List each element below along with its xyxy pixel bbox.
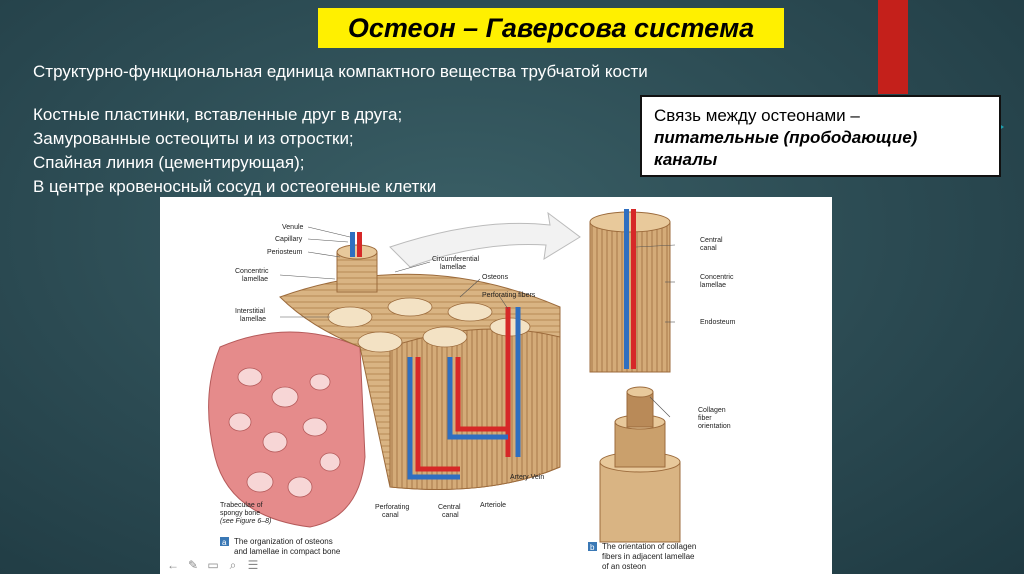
back-arrow-icon[interactable]: ← <box>166 558 180 572</box>
note-line-emphasis: каналы <box>654 149 987 171</box>
label-perforating-fibers: Perforating fibers <box>482 292 536 299</box>
label-artery-vein: Artery Vein <box>510 474 544 481</box>
bullet-item: Спайная линия (цементирующая); <box>33 151 436 175</box>
label-collagen-orientation: fiber <box>698 415 712 422</box>
label-concentric-lamellae: lamellae <box>242 276 268 283</box>
note-line-emphasis: питательные (прободающие) <box>654 127 987 149</box>
bullet-list: Костные пластинки, вставленные друг в др… <box>33 103 436 199</box>
page-title: Остеон – Гаверсова система <box>348 13 754 44</box>
title-box: Остеон – Гаверсова система <box>318 8 784 48</box>
menu-icon[interactable]: ☰ <box>246 558 260 572</box>
pen-icon[interactable]: ✎ <box>186 558 200 572</box>
red-accent-bar <box>878 0 908 94</box>
label-trabeculae: spongy bone <box>220 510 260 517</box>
spongy-bone <box>209 332 365 527</box>
label-concentric-lamellae-b: lamellae <box>700 282 726 289</box>
label-trabeculae: Trabeculae of <box>220 502 263 509</box>
pointer-arrow <box>390 213 580 267</box>
osteon-figure: Venule Capillary Periosteum Concentric l… <box>160 197 832 574</box>
bullet-item: Замурованные остеоциты и из отростки; <box>33 127 436 151</box>
label-concentric-lamellae: Concentric <box>235 268 269 275</box>
label-central-canal-b: canal <box>700 245 717 252</box>
screen-icon[interactable]: ▭ <box>206 558 220 572</box>
caption-b: fibers in adjacent lamellae <box>602 552 695 561</box>
label-arteriole: Arteriole <box>480 502 506 509</box>
label-circumferential-lamellae: Circumferential <box>432 256 480 263</box>
caption-a: and lamellae in compact bone <box>234 547 341 556</box>
label-interstitial-lamellae: lamellae <box>240 316 266 323</box>
label-interstitial-lamellae: Interstitial <box>235 308 265 315</box>
label-central-canal: canal <box>442 512 459 519</box>
label-collagen-orientation: Collagen <box>698 407 726 414</box>
label-perforating-canal: Perforating <box>375 504 409 511</box>
label-endosteum: Endosteum <box>700 319 736 326</box>
label-periosteum: Periosteum <box>267 249 303 256</box>
bullet-item: В центре кровеносный сосуд и остеогенные… <box>33 175 436 199</box>
label-central-canal: Central <box>438 504 461 511</box>
label-circumferential-lamellae: lamellae <box>440 264 466 271</box>
caption-a: The organization of osteons <box>234 537 333 546</box>
caption-b: of an osteon <box>602 562 646 571</box>
note-box: Связь между остеонами – питательные (про… <box>640 95 1001 177</box>
label-perforating-canal: canal <box>382 512 399 519</box>
label-trabeculae: (see Figure 6–8) <box>220 518 271 525</box>
caption-a-letter: a <box>222 538 227 547</box>
bullet-item: Костные пластинки, вставленные друг в др… <box>33 103 436 127</box>
caption-b: The orientation of collagen <box>602 542 696 551</box>
zoom-icon[interactable]: ⌕ <box>226 558 240 573</box>
caption-b-letter: b <box>590 543 595 552</box>
label-central-canal-b: Central <box>700 237 723 244</box>
osteon-illustration: Venule Capillary Periosteum Concentric l… <box>160 197 832 574</box>
label-concentric-lamellae-b: Concentric <box>700 274 734 281</box>
subtitle: Структурно-функциональная единица компак… <box>33 62 648 82</box>
label-collagen-orientation: orientation <box>698 423 731 430</box>
slide-toolbar: ← ✎ ▭ ⌕ ☰ <box>160 556 260 574</box>
label-venule: Venule <box>282 224 304 231</box>
label-capillary: Capillary <box>275 236 303 243</box>
label-osteons: Osteons <box>482 274 509 281</box>
note-line: Связь между остеонами – <box>654 105 987 127</box>
